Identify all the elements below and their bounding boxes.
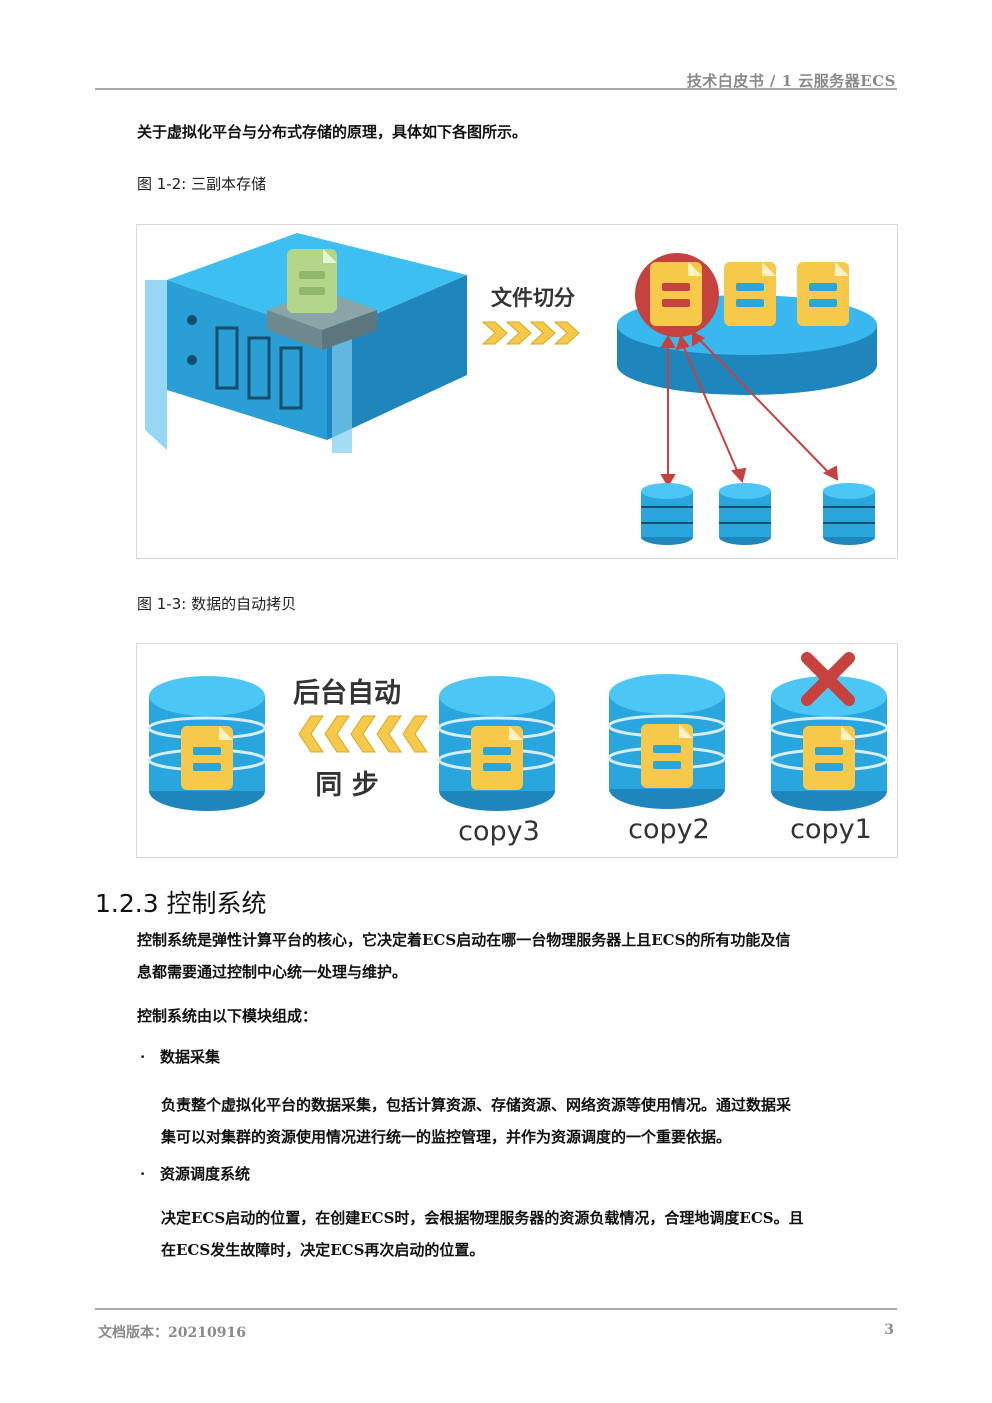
- sync-label-top: 后台自动: [293, 677, 401, 709]
- copy2-db-icon: [607, 672, 727, 811]
- copy1-label: copy1: [790, 814, 872, 845]
- failure-x-icon: [801, 652, 855, 706]
- file-chunk-icons: [650, 262, 849, 326]
- figure2-caption: 图 1-3: 数据的自动拷贝: [137, 595, 297, 613]
- bullet-dot: ·: [140, 1165, 146, 1183]
- footer-divider: [95, 1308, 897, 1310]
- bullet-title: 数据采集: [160, 1048, 221, 1066]
- chevrons-right-icon: [481, 321, 580, 345]
- footer-page-number: 3: [884, 1322, 894, 1338]
- copy2-label: copy2: [628, 814, 710, 845]
- copy1-db-icon: [769, 674, 889, 813]
- bullet1-line2: 集可以对集群的资源使用情况进行统一的监控管理，并作为资源调度的一个重要依据。: [161, 1128, 732, 1146]
- bullet-dot: ·: [140, 1048, 146, 1066]
- replica-disk-2: [719, 483, 771, 545]
- bullet-resource-scheduling: · 资源调度系统: [140, 1163, 250, 1184]
- copy3-label: copy3: [458, 816, 540, 847]
- split-label: 文件切分: [491, 286, 575, 310]
- section-heading: 1.2.3 控制系统: [95, 889, 267, 918]
- three-replica-illustration: 文件切分: [145, 233, 877, 545]
- source-db-icon: [147, 674, 267, 813]
- figure-auto-copy: 后台自动 同 步 copy3 copy2 copy1: [136, 643, 898, 858]
- figure1-caption: 图 1-2: 三副本存储: [137, 175, 267, 193]
- sync-label-bottom: 同 步: [315, 770, 378, 801]
- figure-three-replica-storage: 文件切分: [136, 224, 898, 559]
- modules-intro: 控制系统由以下模块组成：: [137, 1007, 318, 1025]
- footer-version: 文档版本：20210916: [98, 1325, 246, 1341]
- header-divider: [95, 88, 897, 90]
- replica-arrows: [660, 331, 839, 487]
- server-illustration: [145, 233, 467, 453]
- section-paragraph-line1: 控制系统是弹性计算平台的核心，它决定着ECS启动在哪一台物理服务器上且ECS的所…: [137, 931, 791, 949]
- bullet2-line2: 在ECS发生故障时，决定ECS再次启动的位置。: [161, 1241, 485, 1259]
- header-title: 技术白皮书 / 1 云服务器ECS: [686, 72, 896, 90]
- replica-disk-1: [641, 483, 693, 545]
- bullet1-line1: 负责整个虚拟化平台的数据采集，包括计算资源、存储资源、网络资源等使用情况。通过数…: [161, 1096, 792, 1114]
- bullet2-line1: 决定ECS启动的位置，在创建ECS时，会根据物理服务器的资源负载情况，合理地调度…: [161, 1209, 804, 1227]
- intro-paragraph: 关于虚拟化平台与分布式存储的原理，具体如下各图所示。: [137, 123, 528, 141]
- bullet-data-collection: · 数据采集: [140, 1046, 220, 1067]
- chevrons-left-icon: [298, 715, 428, 753]
- auto-copy-illustration: 后台自动 同 步 copy3 copy2 copy1: [147, 652, 889, 847]
- copy3-db-icon: [437, 674, 557, 813]
- section-paragraph-line2: 息都需要通过控制中心统一处理与维护。: [137, 963, 408, 981]
- replica-disk-3: [823, 483, 875, 545]
- bullet-title: 资源调度系统: [160, 1165, 251, 1183]
